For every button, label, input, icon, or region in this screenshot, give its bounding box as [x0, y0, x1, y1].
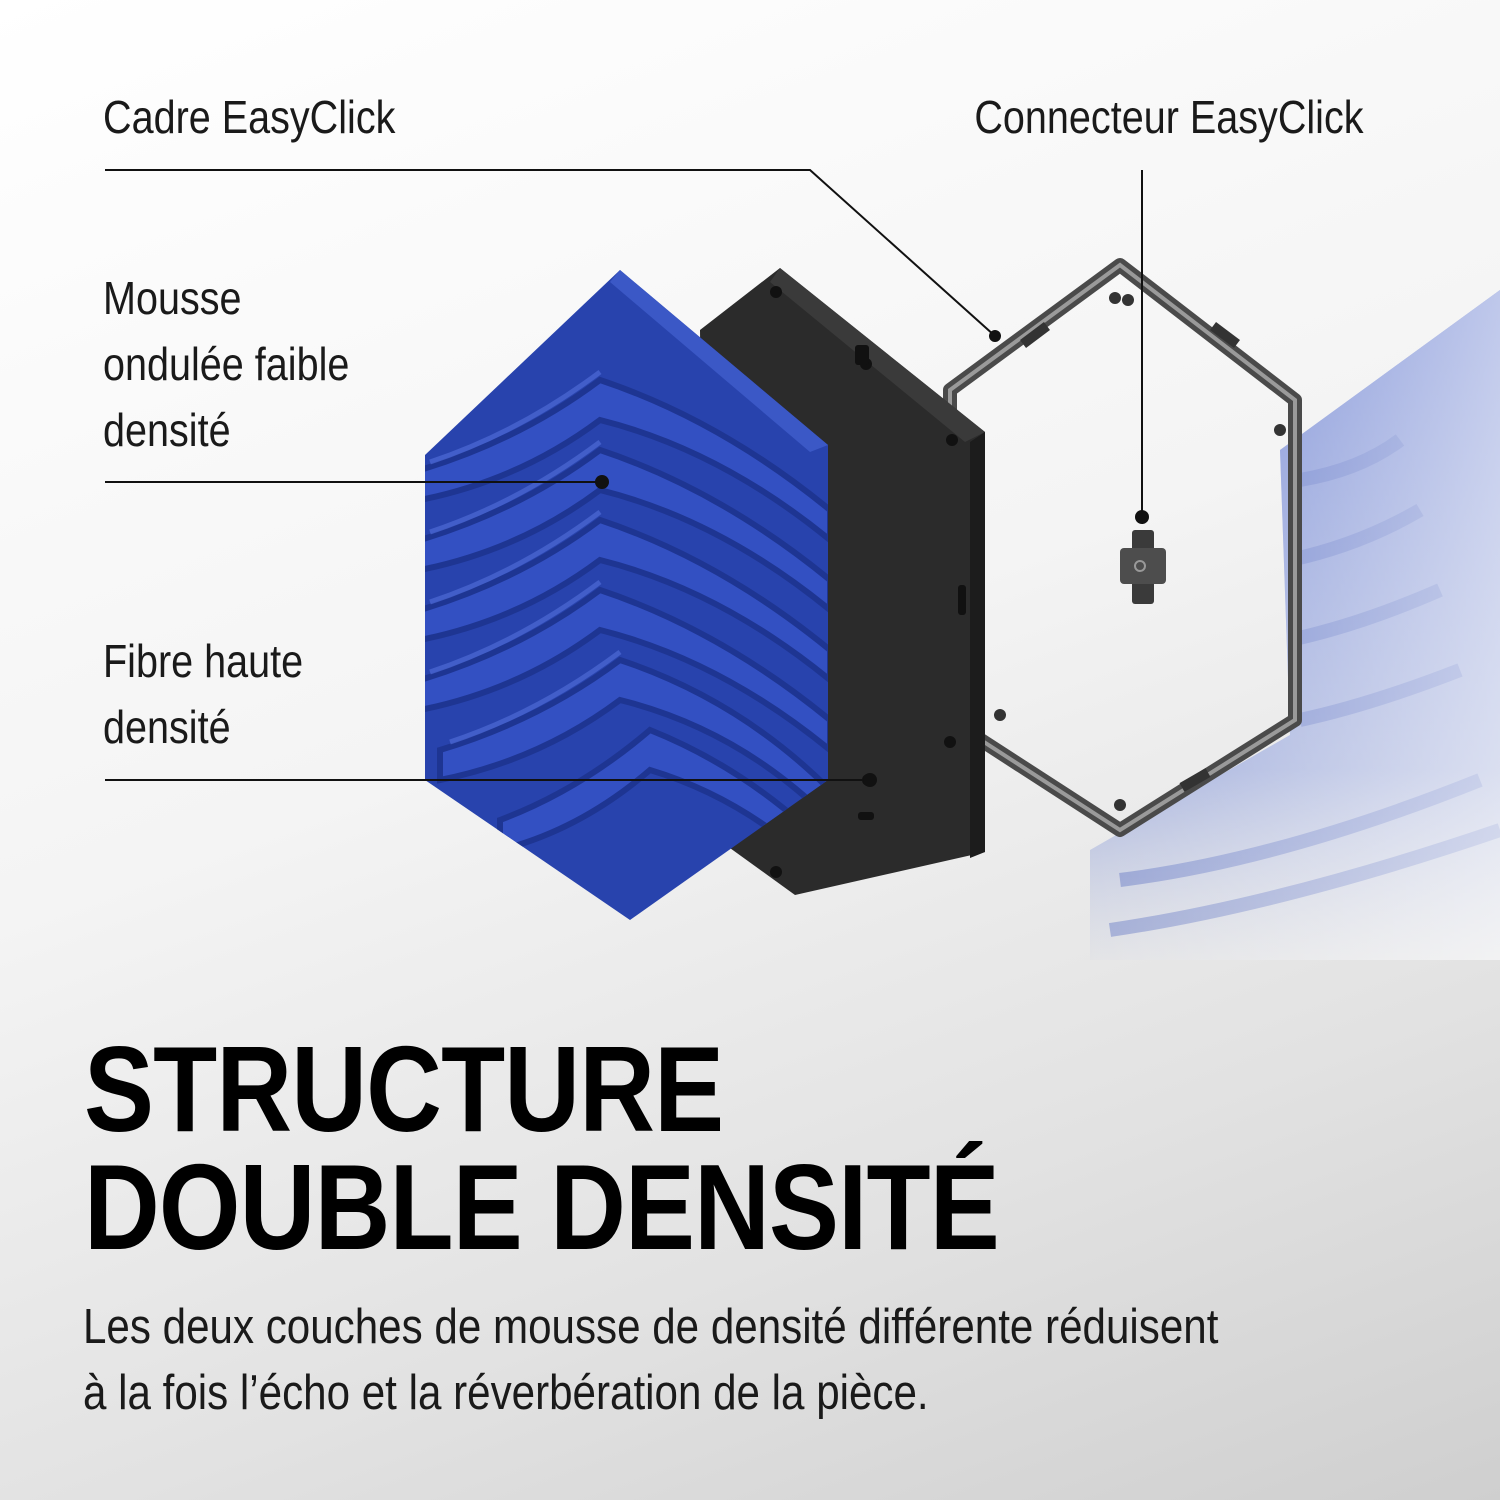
callout-dots — [595, 330, 1149, 787]
callout-label-mousse-line: densité — [103, 404, 231, 456]
callout-label-fibre-line: densité — [103, 701, 231, 753]
callout-line-cadre — [105, 169, 996, 337]
callout-lines — [105, 169, 1143, 781]
connector-clip-icon — [1120, 530, 1166, 604]
callout-label-cadre: Cadre EasyClick — [103, 91, 396, 143]
description: Les deux couches de mousse de densité di… — [83, 1294, 1218, 1426]
callout-label-mousse-line: Mousse — [103, 272, 242, 324]
headline-line: STRUCTURE — [84, 1021, 724, 1157]
description-line: Les deux couches de mousse de densité di… — [83, 1300, 1219, 1354]
callout-label-mousse-line: ondulée faible — [103, 338, 350, 390]
callout-label-fibre: Fibre haute densité — [103, 628, 303, 760]
foam-layer — [425, 270, 828, 920]
headline: STRUCTURE DOUBLE DENSITÉ — [84, 1021, 1000, 1275]
callout-label-connecteur: Connecteur EasyClick — [974, 91, 1364, 143]
description-line: à la fois l’écho et la réverbération de … — [83, 1366, 929, 1420]
headline-line: DOUBLE DENSITÉ — [84, 1139, 1000, 1275]
callout-label-fibre-line: Fibre haute — [103, 635, 304, 687]
callout-label-mousse: Mousse ondulée faible densité — [103, 265, 349, 463]
